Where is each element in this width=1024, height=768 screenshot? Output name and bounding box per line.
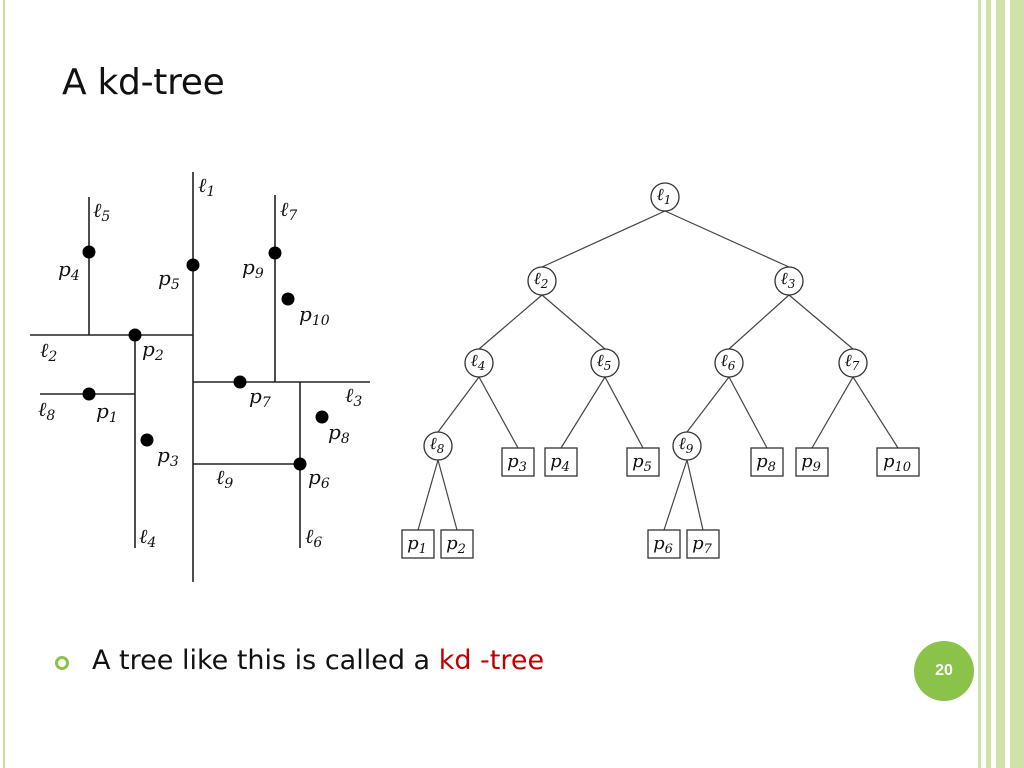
tree-leaf-p5 (626, 447, 660, 477)
tree-edge-l8-p1 (417, 459, 439, 531)
tree-edge-l2-l5 (541, 294, 606, 350)
tree-edge-l4-l8 (437, 376, 480, 433)
tree-edge-l7-p10 (852, 376, 899, 449)
tree-edge-l7-p9 (811, 376, 854, 449)
tree-node-l9 (672, 431, 702, 461)
partition-point-p9 (268, 246, 282, 260)
slide-frame-right-1 (978, 0, 981, 768)
slide-frame-right-3 (996, 0, 1005, 768)
tree-node-l1 (650, 182, 680, 212)
tree-node-l8 (423, 431, 453, 461)
tree-leaf-p1 (401, 529, 435, 559)
partition-point-label-p5: p5 (158, 266, 180, 293)
partition-point-p7 (233, 375, 247, 389)
tree-node-l4 (464, 348, 494, 378)
tree-leaf-p7 (686, 529, 720, 559)
tree-edge-l3-l7 (788, 294, 854, 350)
tree-leaf-p6 (647, 529, 681, 559)
tree-leaf-p3 (501, 447, 535, 477)
tree-leaf-label-p10: p10 (883, 451, 911, 475)
tree-leaf-label-p6: p6 (653, 533, 673, 557)
tree-node-l6 (714, 348, 744, 378)
partition-point-p8 (315, 410, 329, 424)
partition-label-l7: ℓ7 (280, 197, 297, 224)
bullet-text-main: A tree like this is called a (92, 645, 439, 676)
tree-leaf-p8 (750, 447, 784, 477)
partition-point-label-p2: p2 (142, 337, 164, 364)
tree-edge-l1-l2 (541, 210, 666, 268)
tree-node-label-l2: ℓ2 (534, 269, 549, 291)
tree-leaf-p4 (544, 447, 578, 477)
bullet-icon (55, 656, 69, 670)
tree-edge-l4-p3 (478, 376, 519, 449)
partition-label-l4: ℓ4 (139, 524, 156, 551)
partition-point-label-p7: p7 (249, 384, 271, 411)
partition-point-p5 (186, 258, 200, 272)
tree-node-l5 (590, 348, 620, 378)
tree-node-l3 (774, 266, 804, 296)
partition-label-l2: ℓ2 (40, 338, 57, 365)
tree-leaf-label-p8: p8 (756, 451, 776, 475)
partition-point-p3 (140, 433, 154, 447)
partition-point-label-p10: p10 (299, 302, 330, 329)
partition-point-label-p9: p9 (242, 255, 264, 282)
tree-edge-l1-l3 (664, 210, 790, 268)
tree-node-label-l8: ℓ8 (430, 434, 445, 456)
partition-label-l6: ℓ6 (305, 524, 322, 551)
bullet-text-highlight: kd -tree (438, 645, 545, 676)
partition-point-label-p1: p1 (96, 399, 118, 426)
partition-diagram: ℓ1 ℓ2 ℓ3 ℓ4 ℓ5 ℓ6 ℓ7 ℓ8 ℓ9 p1 p2 p3 p4 p5 p6 p7 p8 p9 p10 (30, 172, 370, 582)
tree-leaf-label-p2: p2 (446, 533, 466, 557)
tree-edge-l5-p5 (604, 376, 644, 449)
partition-point-label-p3: p3 (157, 443, 179, 470)
partition-point-p1 (82, 387, 96, 401)
partition-label-l9: ℓ9 (216, 465, 233, 492)
bullet-text: A tree like this is called a kd -tree (92, 645, 544, 676)
tree-leaf-p9 (795, 447, 829, 477)
tree-edge-l2-l4 (478, 294, 543, 350)
partition-point-label-p8: p8 (328, 420, 350, 447)
slide-frame-left (3, 0, 5, 768)
tree-edge-l5-p4 (560, 376, 606, 449)
tree-node-label-l3: ℓ3 (781, 269, 796, 291)
tree-edge-l9-p6 (663, 459, 688, 531)
partition-label-l8: ℓ8 (38, 397, 55, 424)
tree-node-label-l7: ℓ7 (845, 351, 860, 373)
tree-node-label-l6: ℓ6 (721, 351, 736, 373)
partition-label-l5: ℓ5 (93, 198, 110, 225)
tree-node-label-l1: ℓ1 (657, 185, 672, 207)
tree-diagram: ℓ1 ℓ2 ℓ3 ℓ4 ℓ5 ℓ6 ℓ7 ℓ8 ℓ9 p1 p2 p3 p4 p5 p6 p7 p8 p9 p10 (401, 182, 920, 559)
partition-point-p4 (82, 245, 96, 259)
slide-frame-right-2 (986, 0, 991, 768)
tree-node-l2 (527, 266, 557, 296)
tree-node-label-l4: ℓ4 (471, 351, 486, 373)
partition-label-l3: ℓ3 (345, 383, 362, 410)
page-number-badge: 20 (914, 641, 974, 701)
tree-leaf-label-p7: p7 (692, 533, 713, 557)
tree-edge-l3-l6 (728, 294, 790, 350)
tree-node-l7 (838, 348, 868, 378)
tree-node-label-l5: ℓ5 (597, 351, 612, 373)
tree-leaf-p2 (440, 529, 474, 559)
tree-edge-l6-l9 (686, 376, 730, 433)
partition-point-p2 (128, 328, 142, 342)
partition-point-label-p6: p6 (308, 465, 330, 492)
partition-point-label-p4: p4 (58, 257, 80, 284)
tree-edge-l9-p7 (686, 459, 704, 531)
tree-edge-l6-p8 (728, 376, 768, 449)
tree-leaf-p10 (876, 447, 920, 477)
tree-leaf-label-p5: p5 (632, 451, 652, 475)
partition-point-p6 (293, 457, 307, 471)
partition-point-p10 (281, 292, 295, 306)
tree-leaf-label-p4: p4 (550, 451, 570, 475)
partition-label-l1: ℓ1 (198, 173, 215, 200)
tree-leaf-label-p1: p1 (407, 533, 427, 557)
tree-node-label-l9: ℓ9 (679, 434, 694, 456)
tree-leaf-label-p3: p3 (507, 451, 527, 475)
tree-leaf-label-p9: p9 (801, 451, 821, 475)
slide-frame-right-4 (1010, 0, 1024, 768)
slide-title: A kd-tree (62, 62, 225, 103)
tree-edge-l8-p2 (437, 459, 458, 531)
